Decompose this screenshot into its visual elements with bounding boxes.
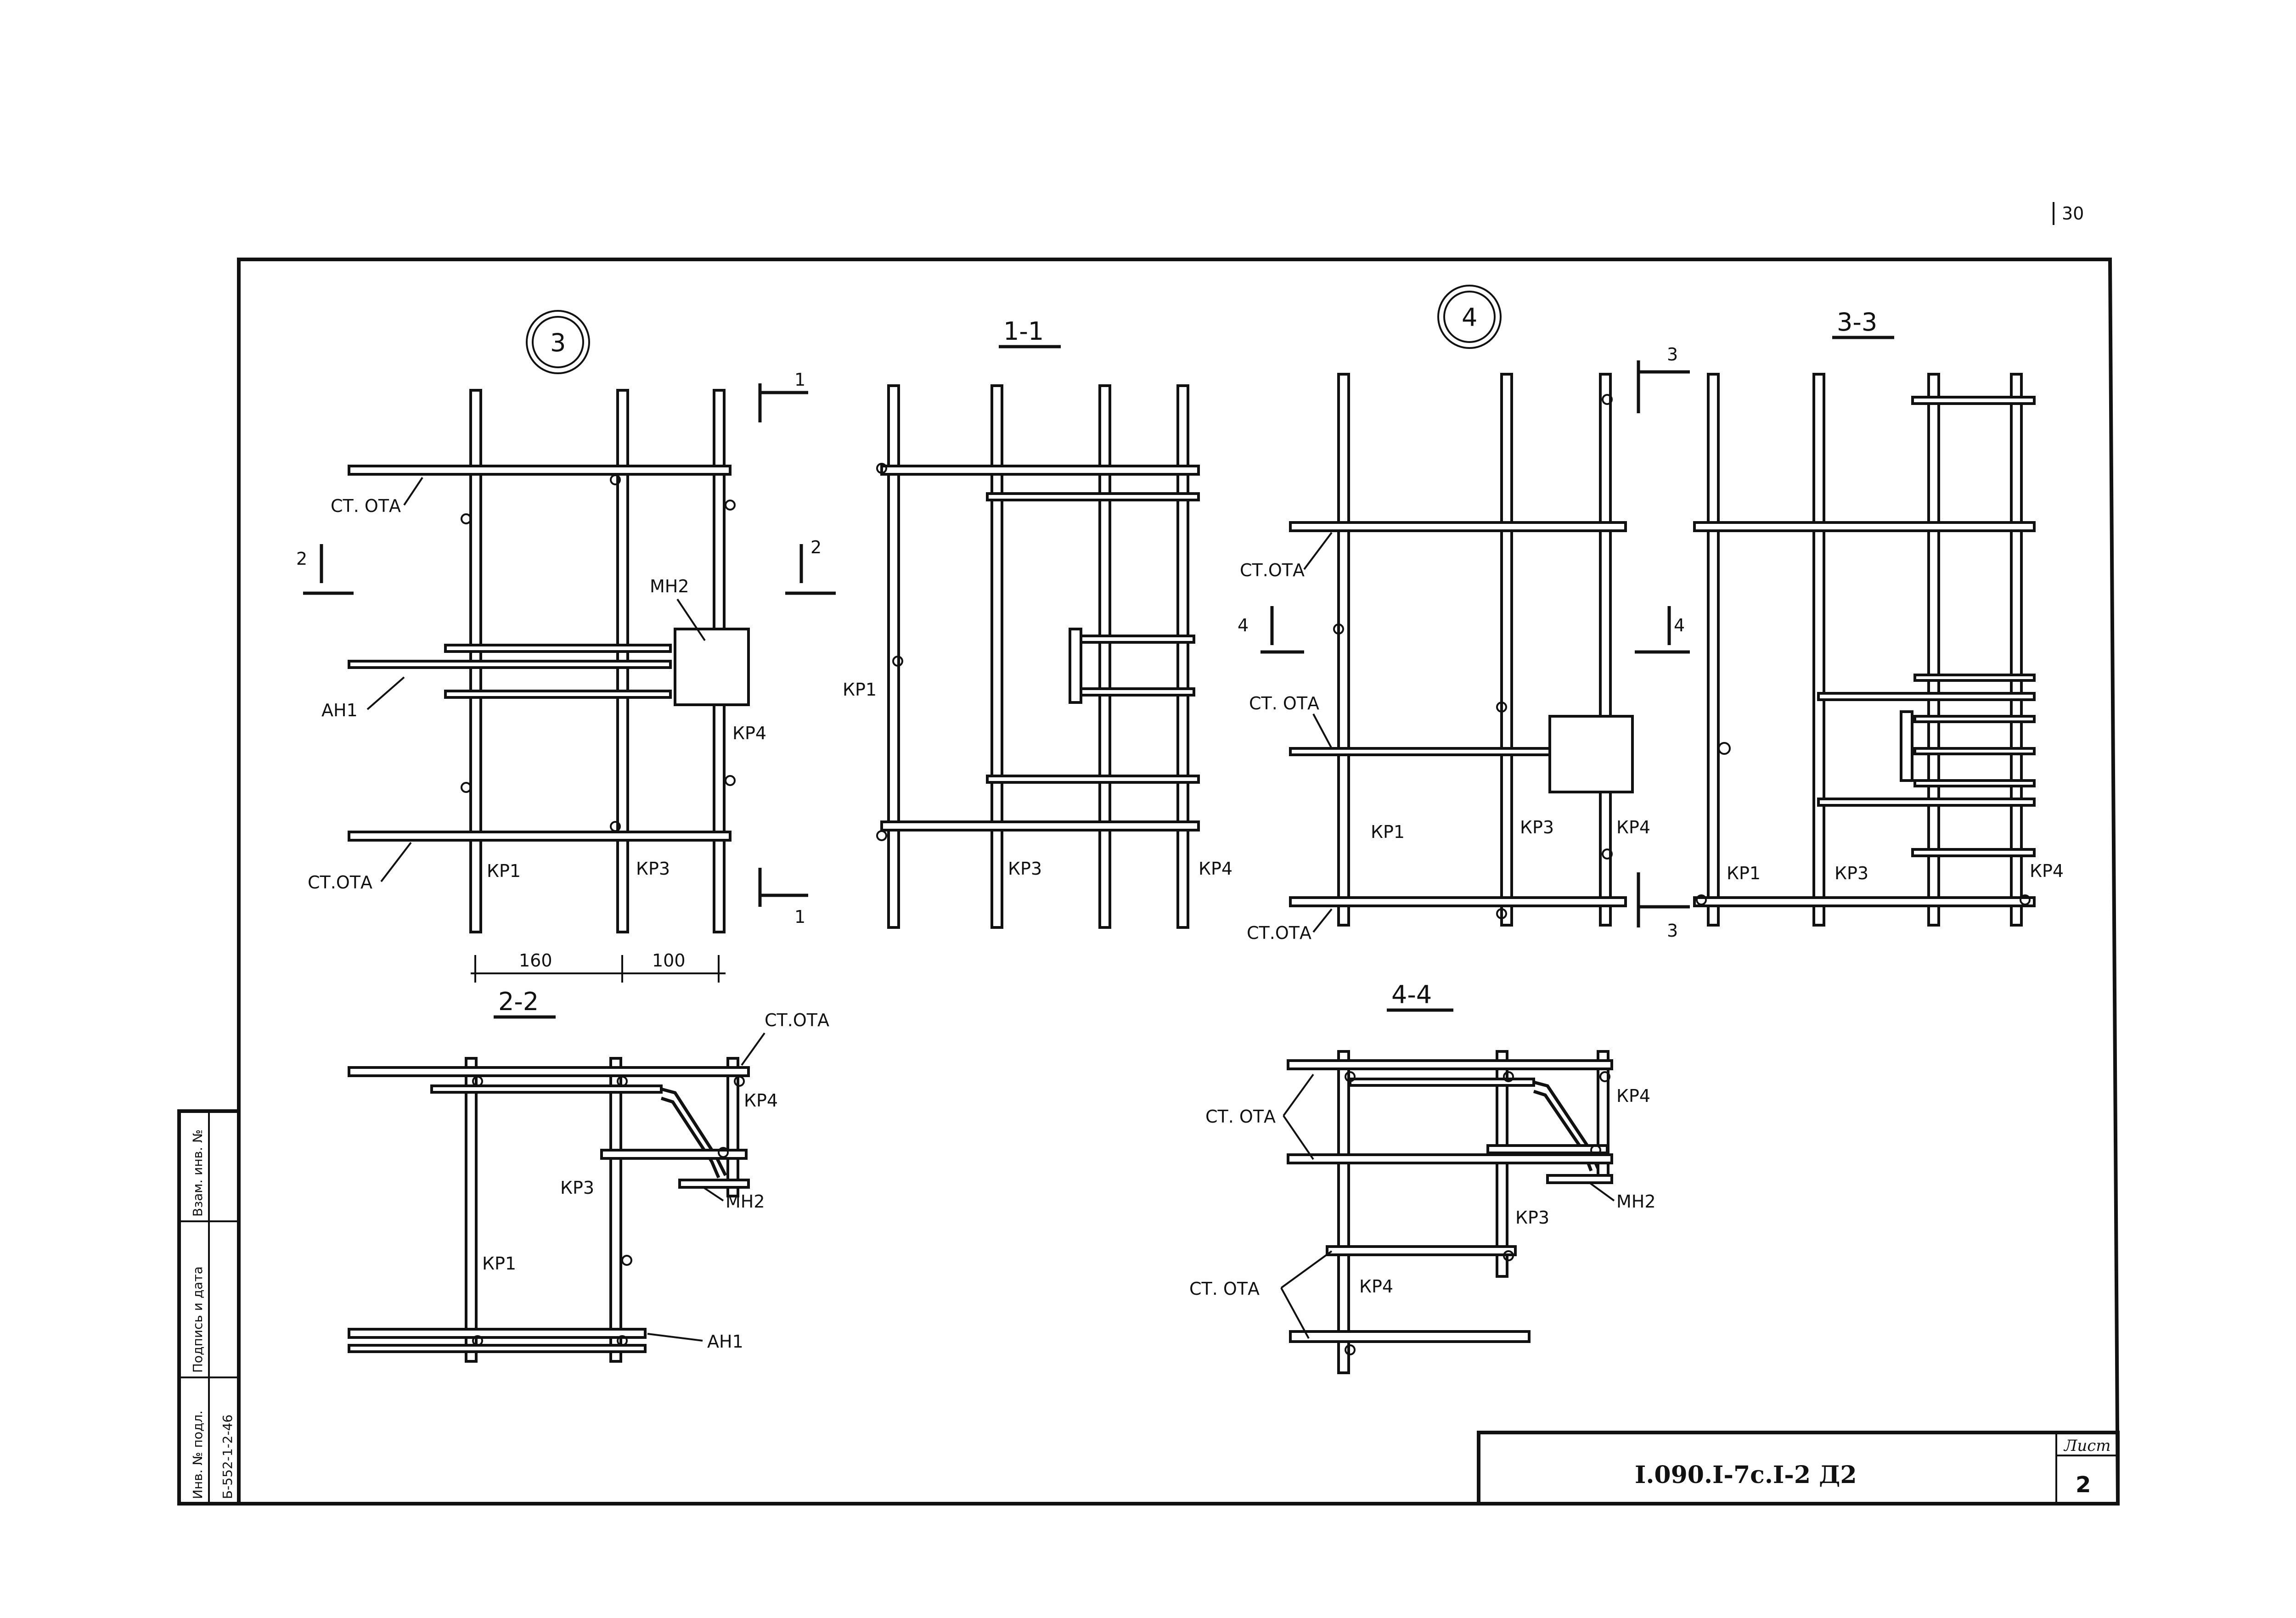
cut-3-bottom: 3 <box>1667 921 1678 941</box>
section-4-4-title: 4-4 <box>1391 980 1432 1009</box>
d4-st-ota-mid: СТ. ОТА <box>1249 693 1319 713</box>
side-stamp: Взам. инв. № Подпись и дата Инв. № подл.… <box>179 1111 239 1504</box>
cut-4-left: 4 <box>1238 615 1249 635</box>
section-1-1: 1-1 КР1 КР3 КР4 <box>843 317 1232 929</box>
d4-st-ota-top: СТ.ОТА <box>1240 560 1305 580</box>
drawing-code: I.090.I-7c.I-2 Д2 <box>1635 1461 1857 1489</box>
dim-100: 100 <box>652 950 686 971</box>
d4-kr3: КР3 <box>1520 817 1554 837</box>
s33-kr1: КР1 <box>1727 863 1761 883</box>
side-sign-date: Подпись и дата <box>190 1266 205 1373</box>
side-archive-no: Б-552-1-2-46 <box>220 1415 235 1499</box>
s22-kr1: КР1 <box>482 1253 516 1274</box>
s11-kr4: КР4 <box>1199 859 1232 879</box>
title-block: I.090.I-7c.I-2 Д2 Лист 2 <box>1477 1431 2120 1506</box>
d3-an1: АН1 <box>321 700 358 720</box>
section-1-1-title: 1-1 <box>1003 317 1044 346</box>
d3-kr4: КР4 <box>732 723 766 743</box>
s22-mn2: МН2 <box>726 1191 765 1212</box>
s22-kr3: КР3 <box>560 1178 594 1198</box>
s44-st-ota-bottom: СТ. ОТА <box>1189 1279 1260 1299</box>
cut-3-top: 3 <box>1667 344 1678 365</box>
s22-st-ota: СТ.ОТА <box>765 1010 829 1030</box>
d3-st-ota-bottom: СТ.ОТА <box>308 872 372 893</box>
s11-kr1: КР1 <box>843 680 877 700</box>
s22-an1: АН1 <box>707 1331 743 1352</box>
d3-kr3: КР3 <box>636 859 670 879</box>
d3-mn2: МН2 <box>650 576 689 596</box>
s44-kr4-top: КР4 <box>1616 1086 1650 1106</box>
section-4-4: 4-4 СТ. ОТА КР4 МН2 КР3 КР4 СТ. ОТА <box>1189 980 1656 1374</box>
sheet-label: Лист <box>2063 1437 2111 1455</box>
detail-3-mark: 3 <box>550 328 566 357</box>
d4-kr4: КР4 <box>1616 817 1650 837</box>
section-3-3: 3-3 КР1 КР3 КР4 <box>1693 308 2064 927</box>
page-number: 30 <box>2062 203 2084 224</box>
s44-kr4-bottom: КР4 <box>1359 1276 1393 1297</box>
section-2-2-title: 2-2 <box>498 987 539 1016</box>
s11-kr3: КР3 <box>1008 859 1042 879</box>
side-inv-no: Инв. № подл. <box>190 1410 205 1499</box>
cut-4-right: 4 <box>1674 615 1685 635</box>
s44-st-ota-top: СТ. ОТА <box>1205 1107 1276 1127</box>
cut-2-right: 2 <box>810 537 822 557</box>
d4-kr1: КР1 <box>1371 822 1405 842</box>
dim-160: 160 <box>519 950 552 971</box>
side-replaced: Взам. инв. № <box>190 1129 205 1217</box>
d3-st-ota-top: СТ. ОТА <box>331 496 401 516</box>
section-2-2: 2-2 СТ.ОТА КР4 КР3 МН2 КР1 АН1 <box>348 987 829 1363</box>
cut-2-left: 2 <box>296 549 307 569</box>
s22-kr4: КР4 <box>744 1090 778 1111</box>
d4-st-ota-bottom: СТ.ОТА <box>1247 923 1311 943</box>
sheet-number: 2 <box>2076 1472 2091 1498</box>
section-3-3-title: 3-3 <box>1837 308 1877 337</box>
cut-1-bottom: 1 <box>794 907 805 927</box>
detail-4-mark: 4 <box>1462 303 1477 332</box>
s44-mn2: МН2 <box>1616 1191 1656 1212</box>
s33-kr3: КР3 <box>1835 863 1868 883</box>
d3-kr1: КР1 <box>487 861 521 881</box>
s33-kr4: КР4 <box>2030 861 2064 881</box>
detail-4: 4 3 3 4 4 СТ.ОТА СТ. ОТА КР1 КР3 КР4 <box>1238 285 1690 943</box>
cut-1-top: 1 <box>794 370 805 390</box>
s44-kr3: КР3 <box>1515 1208 1549 1228</box>
detail-3: 3 1 1 2 2 СТ. ОТА <box>296 310 836 983</box>
